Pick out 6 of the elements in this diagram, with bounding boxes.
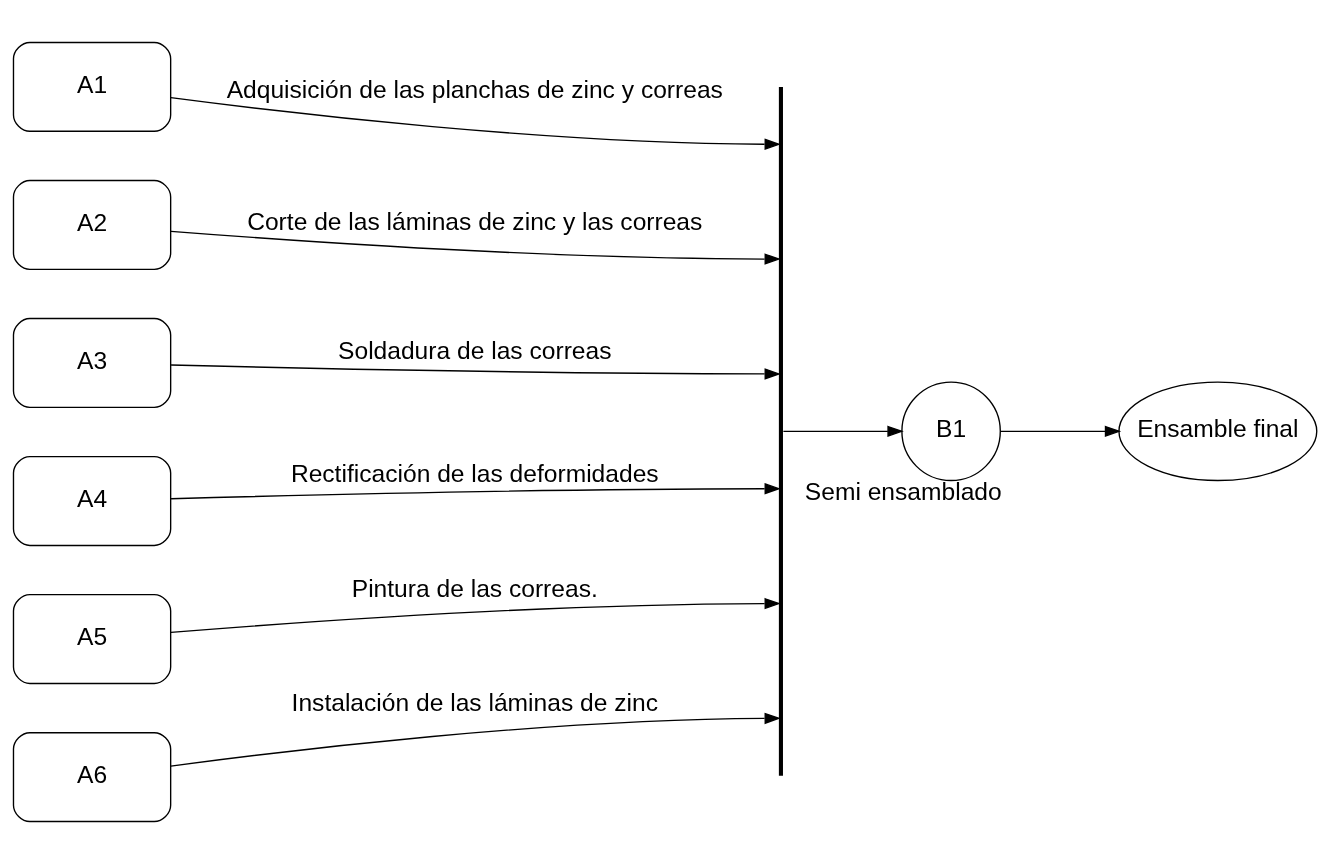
edge-label: Rectificación de las deformidades (290, 459, 659, 487)
edge-label: Soldadura de las correas (338, 336, 612, 364)
edge-label: Instalación de las láminas de zinc (291, 688, 658, 716)
edge-label: Adquisición de las planchas de zinc y correas (226, 75, 723, 103)
edge-label: Pintura de las correas. (351, 574, 598, 602)
edge-label: Corte de las láminas de zinc y las correas (247, 207, 703, 235)
